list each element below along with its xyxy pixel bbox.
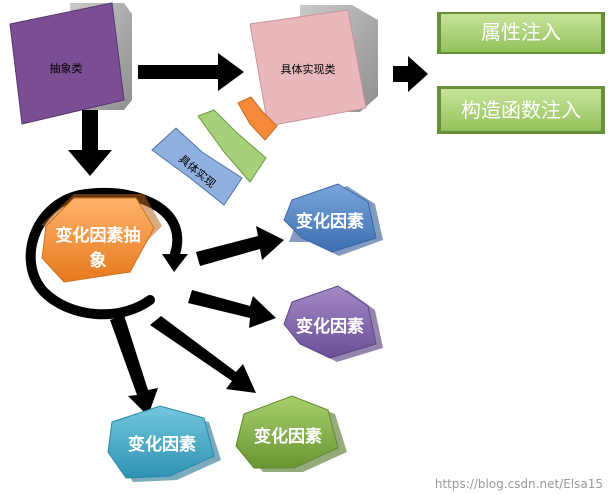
abstraction-label-line2: 象: [90, 250, 107, 271]
factor-label-2: 变化因素: [296, 316, 364, 337]
factor-node-2: 变化因素: [283, 285, 383, 362]
property-injection-label: 属性注入: [481, 20, 561, 44]
chevron-blue: [151, 127, 243, 206]
watermark-text: https://blog.csdn.net/Elsa15: [435, 477, 603, 491]
property-injection-box: [441, 14, 601, 52]
chevron-orange: [237, 96, 278, 141]
abstraction-hex-node: 变化因素抽 象: [41, 194, 162, 283]
circular-arrow: [25, 187, 188, 320]
factor-label-3: 变化因素: [128, 434, 196, 455]
factor-hex-2: [283, 285, 377, 359]
factor-hex-3: [107, 405, 215, 479]
constructor-injection-node: 构造函数注入: [437, 86, 605, 134]
concrete-class-label: 具体实现类: [281, 62, 336, 76]
arrow-abstract-to-concrete: [138, 53, 244, 91]
abstract-class-box: [9, 2, 125, 125]
concrete-class-box: [249, 9, 367, 127]
arrow-concrete-to-injection: [393, 56, 428, 92]
constructor-injection-box: [441, 89, 601, 131]
arrow-to-factor-2: [188, 290, 276, 328]
abstract-class-node: 抽象类: [9, 2, 132, 125]
arrow-to-factor-1: [196, 226, 284, 266]
factor-label-1: 变化因素: [296, 211, 364, 232]
factor-node-1: 变化因素: [283, 183, 383, 256]
arrow-to-factor-4: [150, 316, 256, 393]
arrow-abstract-down: [68, 110, 112, 176]
factor-hex-4: [235, 395, 339, 469]
abstraction-label-line1: 变化因素抽: [56, 225, 141, 246]
arrow-to-factor-3: [110, 315, 158, 416]
chevron-green: [197, 109, 267, 183]
factor-node-3: 变化因素: [107, 405, 221, 482]
factor-hex-1: [283, 183, 377, 253]
property-injection-node: 属性注入: [437, 12, 605, 54]
concrete-class-node: 具体实现类: [249, 5, 378, 127]
abstract-class-label: 抽象类: [50, 61, 83, 75]
concrete-impl-chevrons: 具体实现: [151, 96, 278, 206]
abstraction-hex: [41, 197, 155, 283]
factor-label-4: 变化因素: [254, 426, 322, 447]
factor-node-4: 变化因素: [235, 395, 347, 472]
constructor-injection-label: 构造函数注入: [461, 98, 581, 122]
